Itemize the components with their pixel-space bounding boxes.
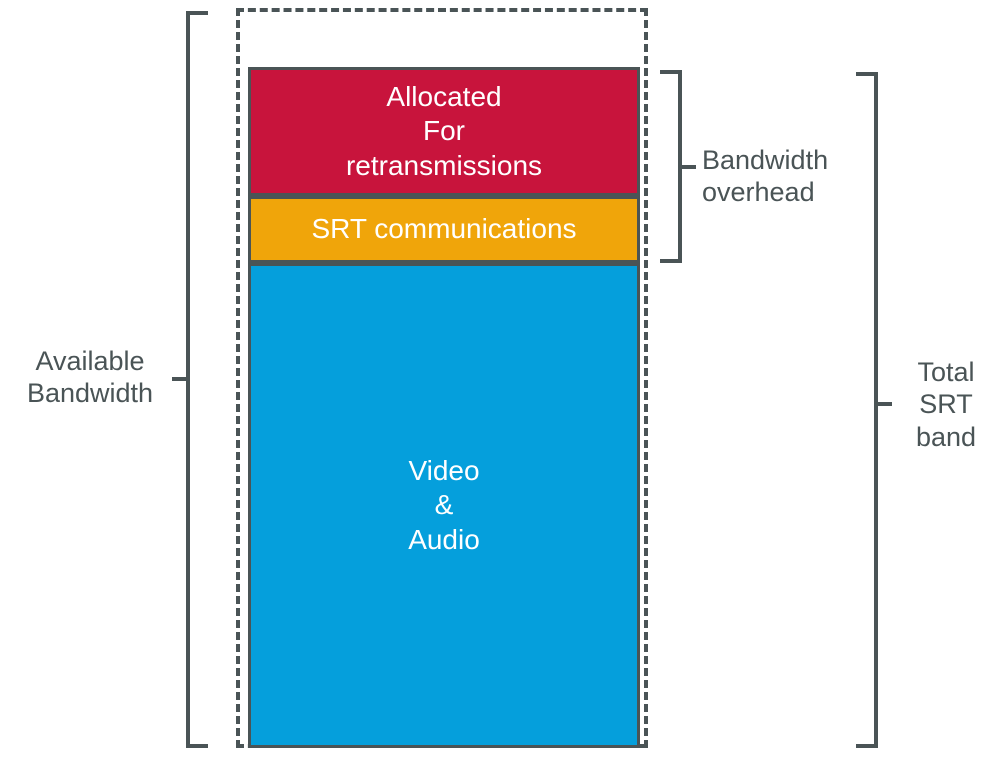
bracket-available-bandwidth-tick <box>172 377 190 381</box>
bar-allocated-for-retransmissions-label: Allocated For retransmissions <box>345 81 543 181</box>
bar-srt-communications-label: SRT communications <box>311 213 577 245</box>
bar-allocated-for-retransmissions: Allocated For retransmissions <box>248 67 640 196</box>
label-bandwidth-overhead: Bandwidth overhead <box>702 145 829 208</box>
bar-video-audio: Video & Audio <box>248 263 640 748</box>
bracket-bandwidth-overhead-tick <box>678 165 696 169</box>
label-available-bandwidth: Available Bandwidth <box>26 346 154 409</box>
bar-srt-communications: SRT communications <box>248 196 640 263</box>
bracket-total-srt-band-tick <box>874 402 892 406</box>
label-total-srt-band: Total SRT band <box>915 357 977 452</box>
bar-video-audio-label: Video & Audio <box>408 455 480 555</box>
bracket-total-srt-band <box>856 72 878 748</box>
